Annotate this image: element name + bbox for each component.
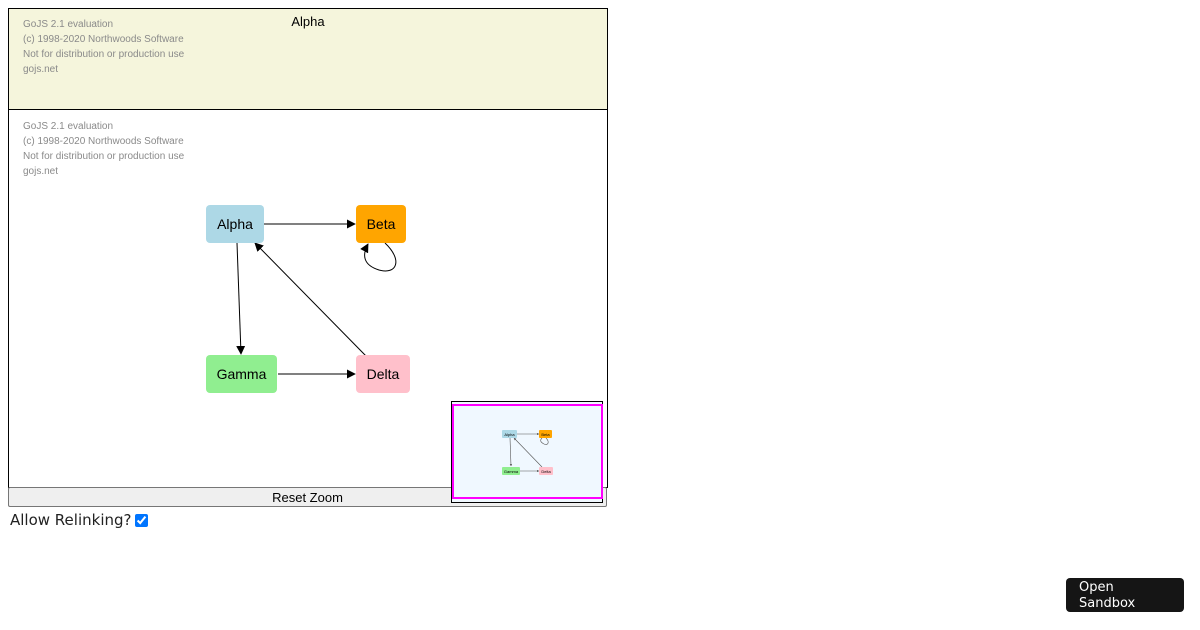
allow-relinking-label: Allow Relinking?	[10, 511, 132, 529]
overview-thumbnail: Alpha Beta Gamma Delta	[502, 430, 553, 475]
watermark-line: GoJS 2.1 evaluation	[23, 121, 114, 132]
watermark-line: Not for distribution or production use	[23, 49, 185, 60]
diagram-overview[interactable]: Alpha Beta Gamma Delta	[451, 401, 603, 503]
overview-node-label: Beta	[541, 432, 550, 437]
watermark-line: gojs.net	[23, 166, 59, 177]
watermark-line: Not for distribution or production use	[23, 151, 185, 162]
overview-node-label: Delta	[541, 469, 551, 474]
node-gamma[interactable]: Gamma	[206, 355, 277, 393]
overview-node-gamma	[502, 467, 520, 475]
overview-node-alpha	[502, 430, 517, 438]
selection-inspector-panel: Alpha GoJS 2.1 evaluation (c) 1998-2020 …	[8, 8, 608, 110]
node-label: Alpha	[217, 216, 253, 232]
link-alpha-gamma[interactable]	[236, 242, 246, 355]
node-label: Delta	[366, 366, 400, 382]
overview-node-label: Gamma	[504, 469, 519, 474]
watermark-line: gojs.net	[23, 64, 59, 75]
overview-viewport-box[interactable]	[452, 404, 603, 499]
watermark-line: (c) 1998-2020 Northwoods Software	[23, 136, 184, 147]
node-beta[interactable]: Beta	[356, 205, 406, 243]
watermark-line: GoJS 2.1 evaluation	[23, 19, 114, 30]
evaluation-watermark: GoJS 2.1 evaluation (c) 1998-2020 Northw…	[23, 17, 184, 77]
node-alpha[interactable]: Alpha	[206, 205, 264, 243]
allow-relinking-control[interactable]: Allow Relinking?	[10, 511, 149, 529]
node-label: Gamma	[216, 366, 267, 382]
watermark-line: (c) 1998-2020 Northwoods Software	[23, 34, 184, 45]
overview-node-delta	[539, 467, 553, 475]
overview-node-beta	[539, 430, 552, 438]
node-label: Beta	[366, 216, 396, 232]
selected-node-title: Alpha	[291, 14, 325, 29]
node-delta[interactable]: Delta	[356, 355, 410, 393]
overview-node-label: Alpha	[504, 432, 515, 437]
link-beta-beta[interactable]	[360, 242, 397, 272]
link-layer	[236, 219, 397, 379]
link-delta-alpha[interactable]	[254, 242, 367, 357]
open-sandbox-button[interactable]: Open Sandbox	[1066, 578, 1184, 612]
allow-relinking-checkbox[interactable]	[135, 513, 149, 527]
evaluation-watermark: GoJS 2.1 evaluation (c) 1998-2020 Northw…	[23, 119, 184, 179]
